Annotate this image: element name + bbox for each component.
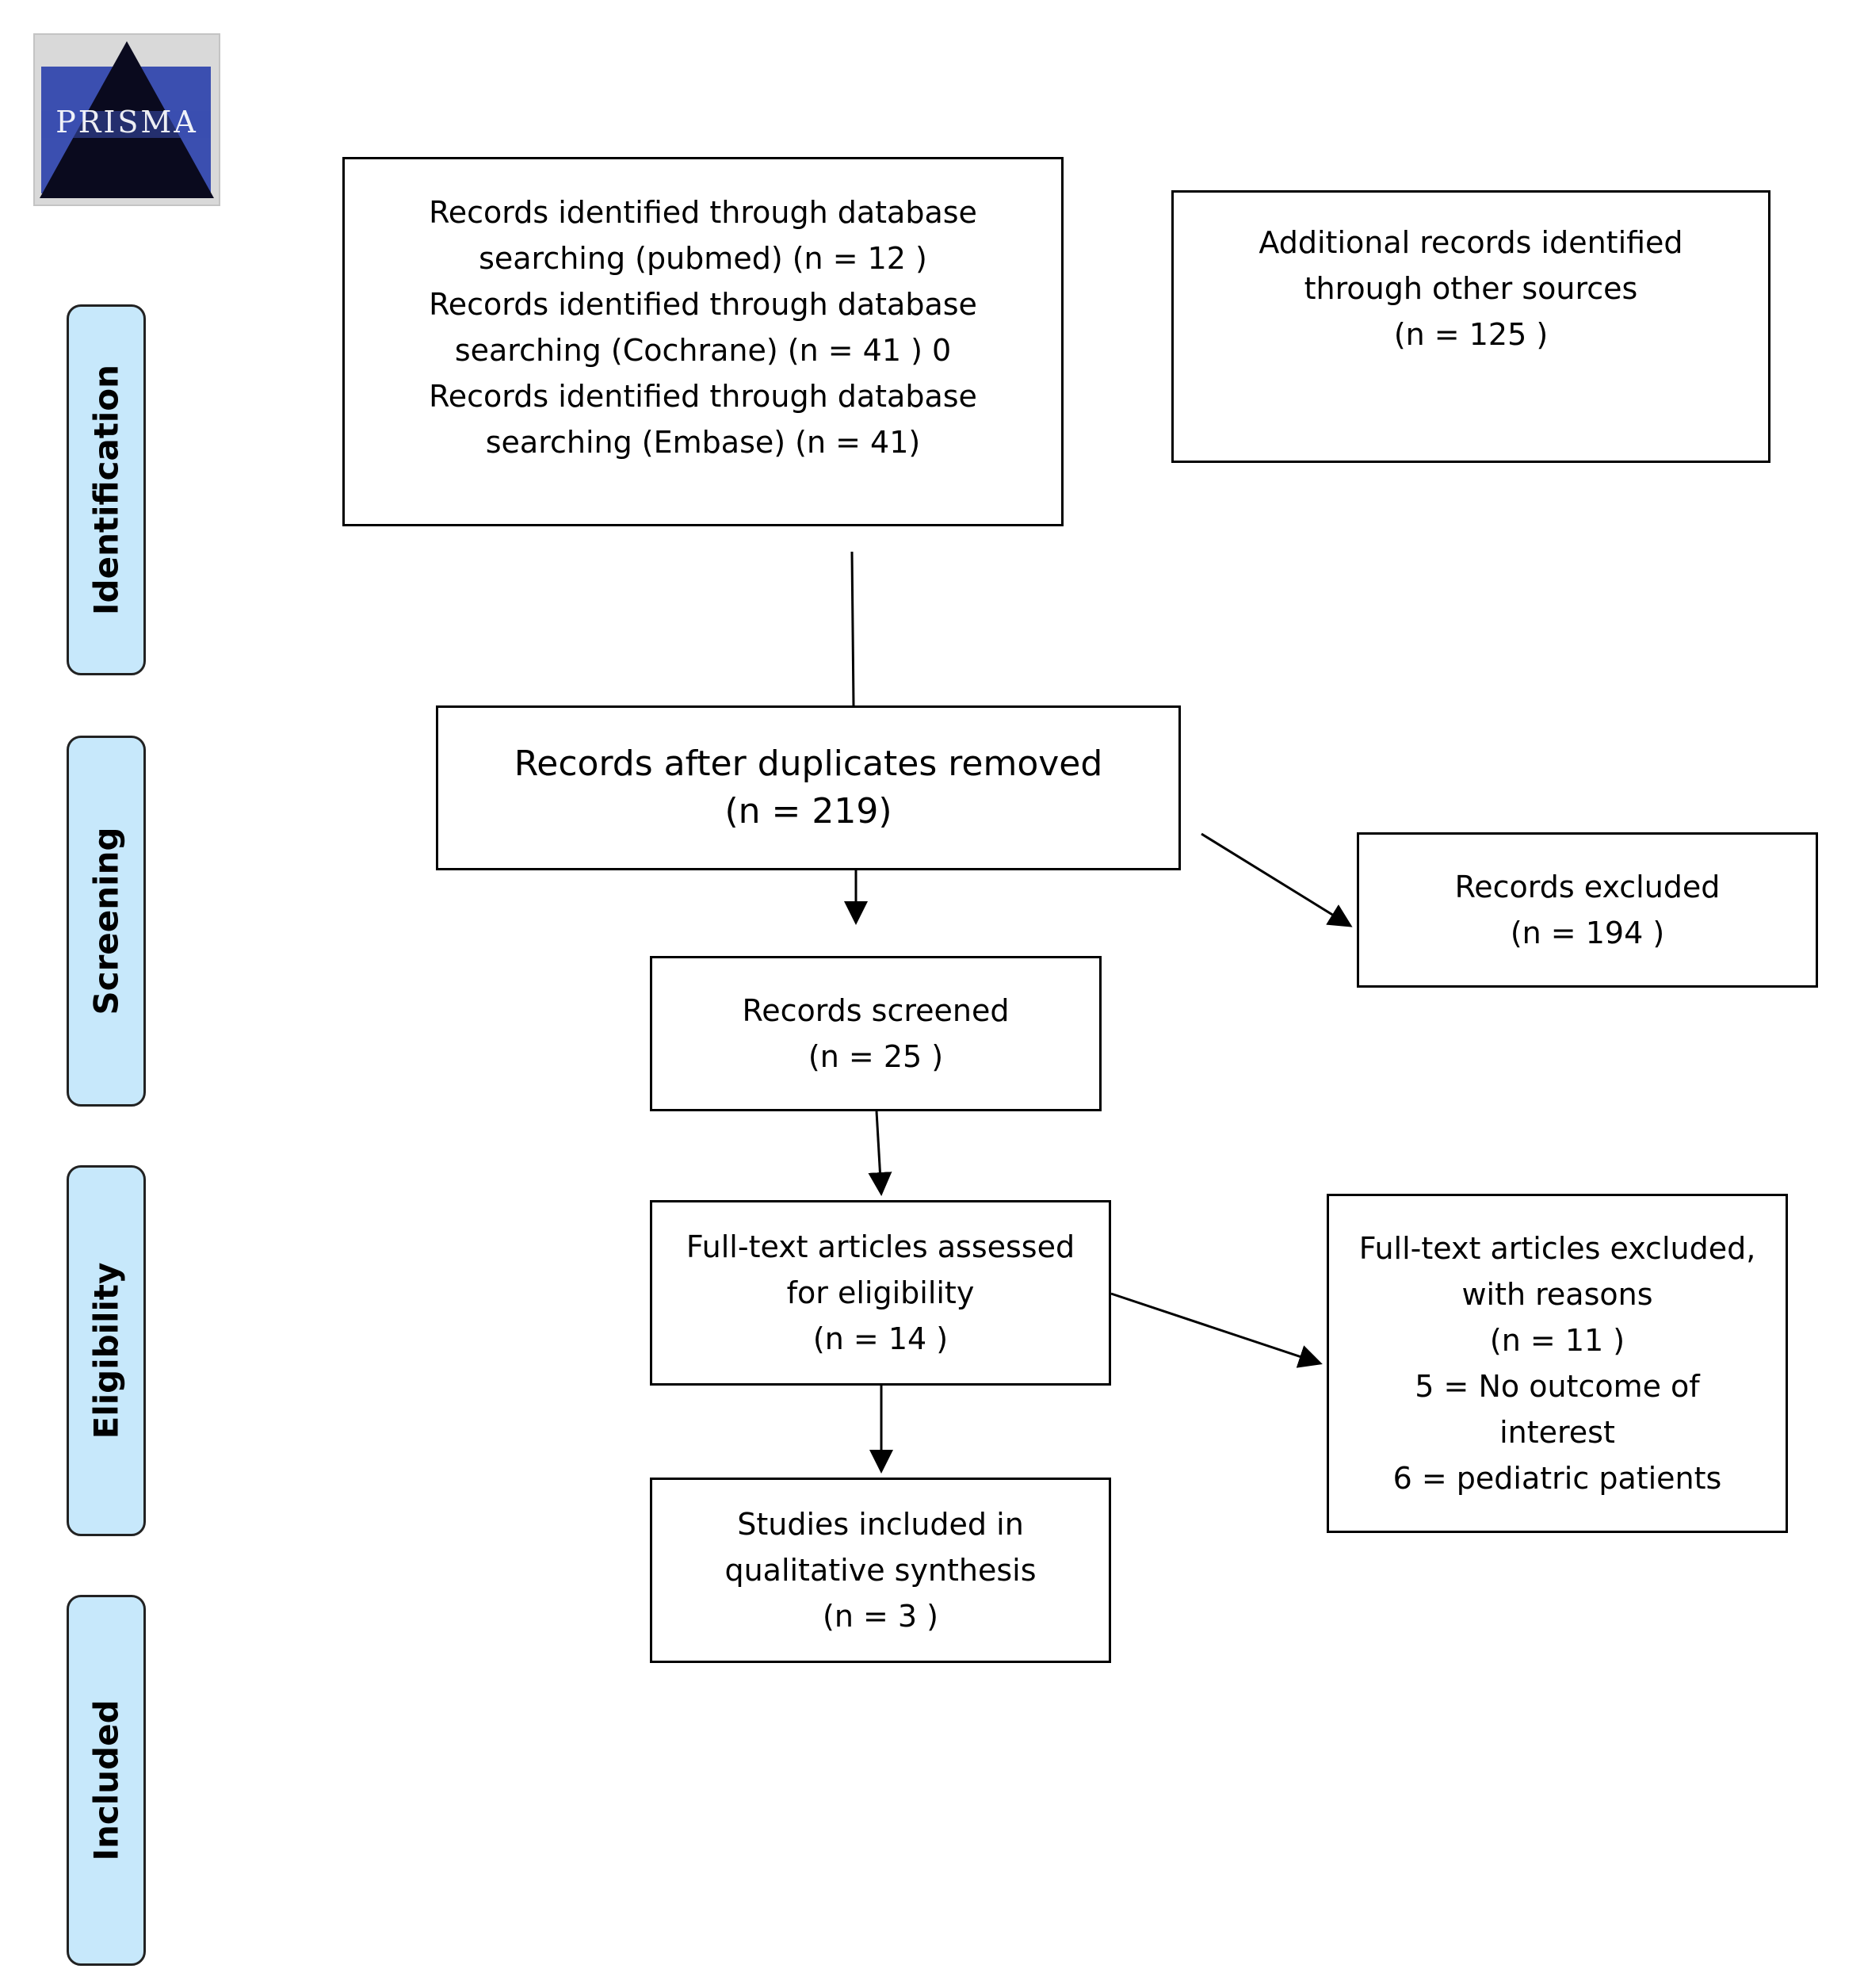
studies-included-box: Studies included in qualitative synthesi…	[650, 1478, 1111, 1663]
phase-label: Included	[86, 1699, 126, 1861]
studies-included-text: Studies included in qualitative synthesi…	[724, 1507, 1037, 1634]
other-sources-box: Additional records identified through ot…	[1171, 190, 1770, 463]
logo-text: PRISMA	[55, 105, 198, 140]
fulltext-excluded-box: Full-text articles excluded, with reason…	[1327, 1194, 1788, 1533]
records-excluded-text: Records excluded (n = 194 )	[1454, 870, 1721, 950]
records-screened-box: Records screened (n = 25 )	[650, 956, 1102, 1111]
duplicates-removed-box: Records after duplicates removed (n = 21…	[436, 705, 1181, 870]
phase-label: Identification	[86, 364, 126, 616]
phase-identification: Identification	[67, 304, 146, 675]
other-sources-text: Additional records identified through ot…	[1259, 225, 1683, 352]
phase-label: Screening	[86, 827, 126, 1015]
arrow-to-fulltext-excluded	[1110, 1292, 1323, 1368]
records-excluded-box: Records excluded (n = 194 )	[1357, 832, 1818, 988]
prisma-logo: PRISMA	[33, 33, 220, 206]
prisma-logo-graphic	[40, 41, 214, 198]
arrow-to-records-excluded	[1201, 832, 1353, 927]
phase-label: Eligibility	[86, 1262, 126, 1439]
database-search-text: Records identified through database sear…	[429, 195, 977, 460]
duplicates-removed-text: Records after duplicates removed (n = 21…	[514, 744, 1103, 832]
arrow-screened-to-assessed	[868, 1111, 892, 1196]
records-screened-text: Records screened (n = 25 )	[742, 993, 1010, 1074]
phase-screening: Screening	[67, 736, 146, 1107]
fulltext-assessed-box: Full-text articles assessed for eligibil…	[650, 1200, 1111, 1386]
fulltext-excluded-text: Full-text articles excluded, with reason…	[1358, 1231, 1756, 1496]
fulltext-assessed-text: Full-text articles assessed for eligibil…	[686, 1229, 1075, 1356]
database-search-box: Records identified through database sear…	[342, 157, 1064, 526]
phase-included: Included	[67, 1595, 146, 1966]
phase-eligibility: Eligibility	[67, 1165, 146, 1536]
connector-search-to-duplicates	[850, 551, 855, 706]
